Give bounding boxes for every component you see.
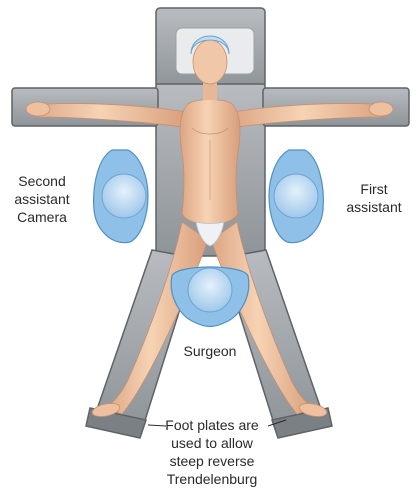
foot-plates-line-4: Trendelenburg: [166, 471, 258, 487]
first-assistant-label: First assistant: [334, 180, 414, 216]
right-hand: [368, 101, 394, 117]
pelvic-drape: [195, 221, 225, 247]
right-foot: [298, 403, 328, 417]
foot-plates-line-3: steep reverse: [169, 453, 255, 469]
surgeon-label: Surgeon: [183, 343, 237, 359]
chest-line: [191, 127, 229, 135]
patient-cap: [190, 35, 230, 55]
second-assistant-line-1: Second: [18, 173, 66, 189]
second-assistant-figure: [93, 149, 149, 244]
surgeon-figure: [170, 266, 250, 328]
first-assistant-line-1: First: [360, 181, 388, 197]
first-assistant-line-2: assistant: [346, 199, 402, 215]
foot-plate-leader-left: [147, 424, 167, 427]
second-assistant-line-3: Camera: [17, 209, 67, 225]
foot-plates-line-1: Foot plates are: [165, 417, 259, 433]
second-assistant-label: Second assistant Camera: [4, 172, 80, 226]
left-foot: [91, 403, 121, 417]
first-assistant-figure: [268, 149, 324, 244]
left-hand: [25, 101, 51, 117]
foot-plates-label: Foot plates are used to allow steep reve…: [152, 416, 272, 488]
surgeon-head: [187, 267, 233, 313]
neck: [203, 82, 217, 100]
foot-plate-leader-right: [267, 419, 287, 427]
second-assistant-line-2: assistant: [14, 191, 70, 207]
foot-plates-line-2: used to allow: [171, 435, 253, 451]
patient-head: [192, 39, 228, 85]
first-assistant-head: [273, 173, 319, 219]
second-assistant-head: [101, 173, 147, 219]
